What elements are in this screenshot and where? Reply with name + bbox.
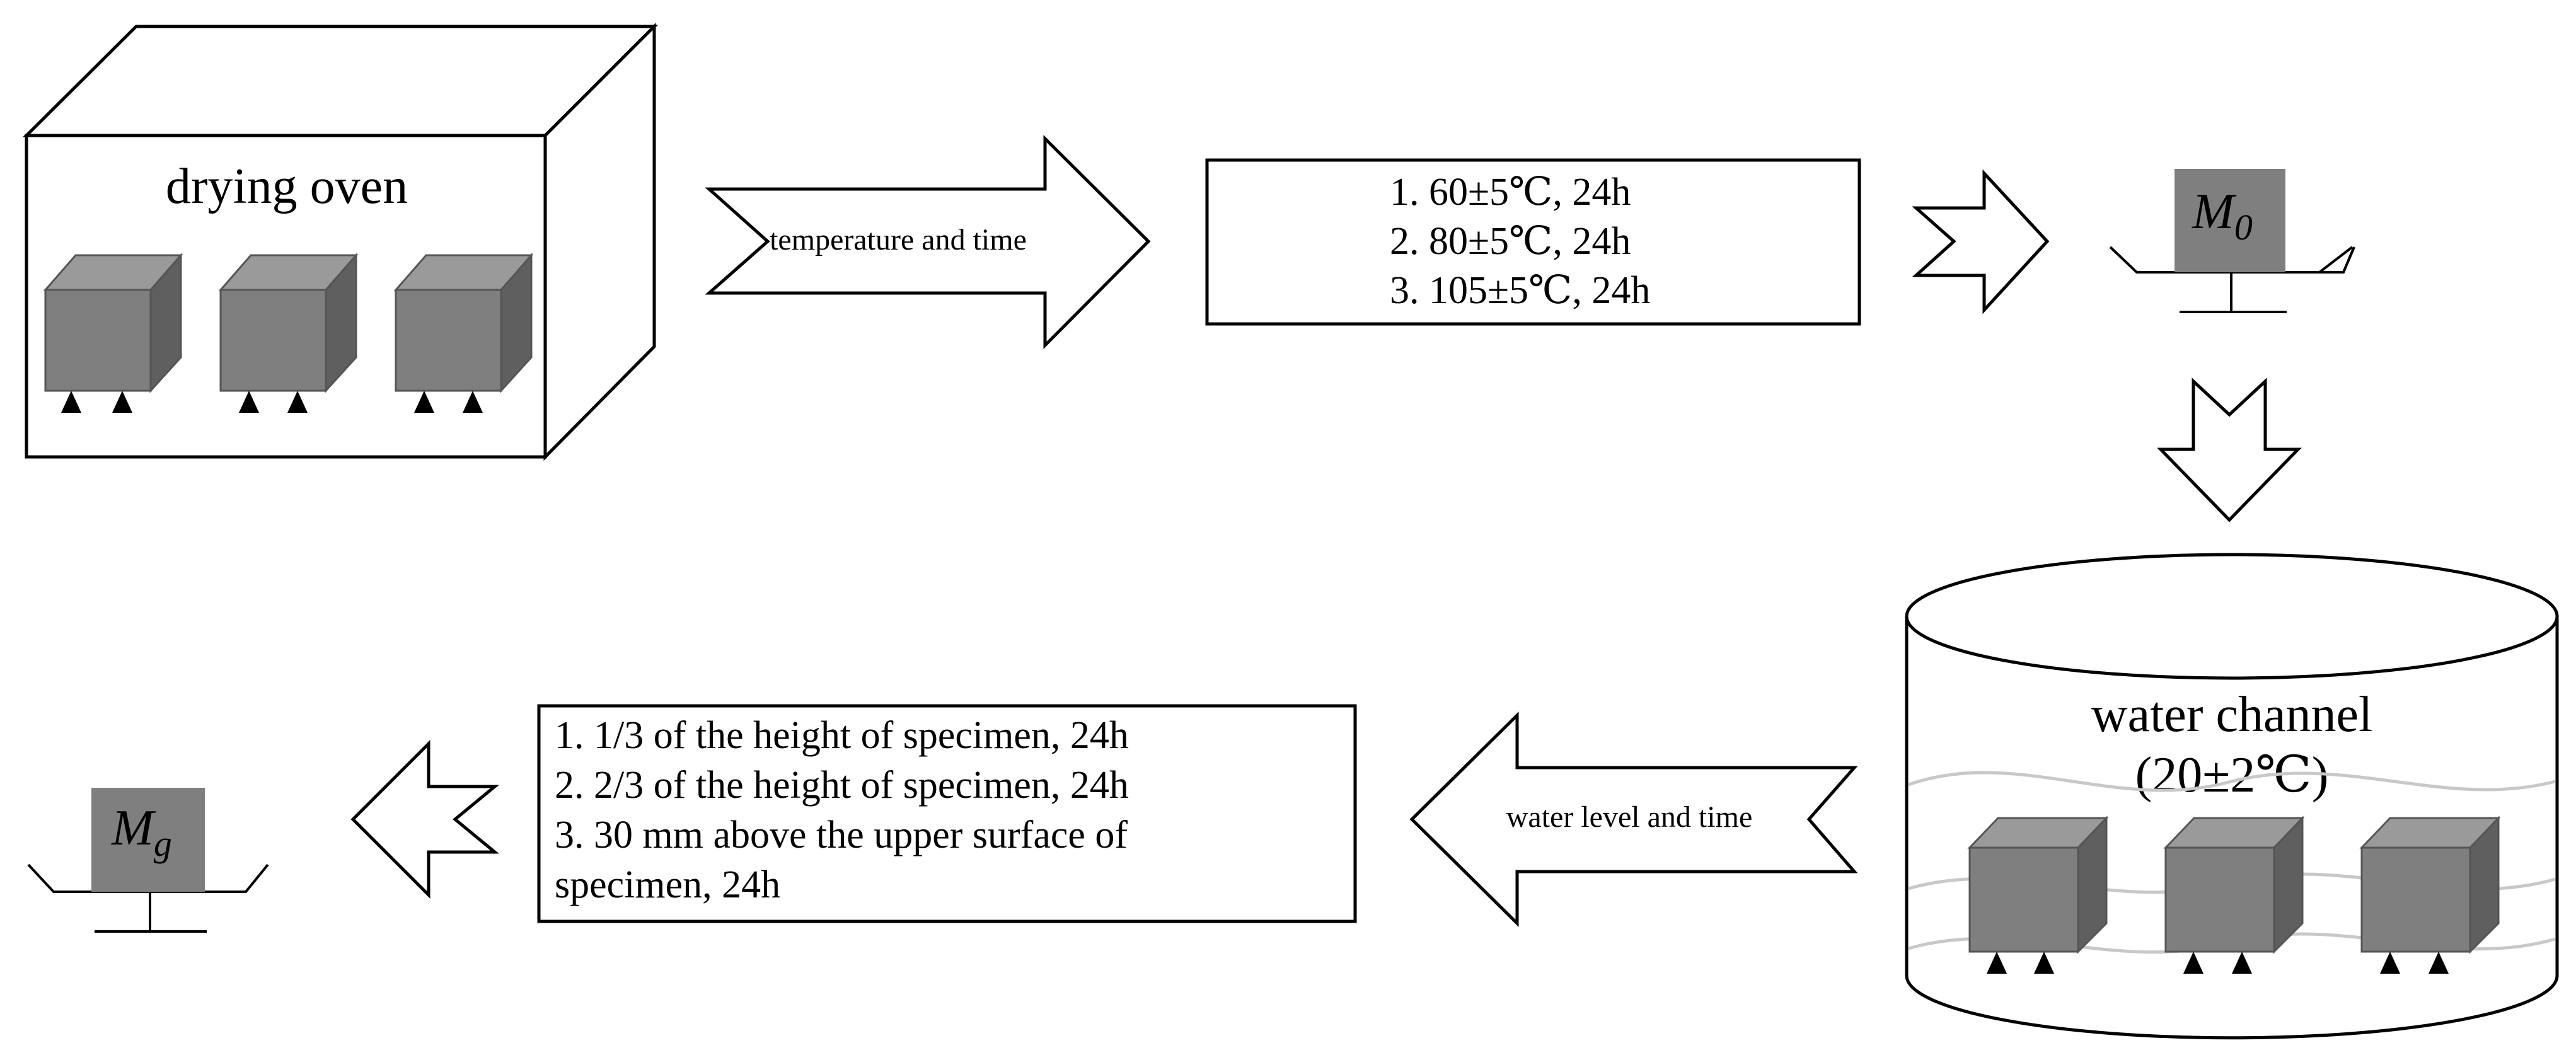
arrow-to-weighing [1912, 169, 2050, 314]
drying-condition-1: 1. 60±5℃, 24h [1390, 171, 1631, 214]
tank-label: water channel [2091, 687, 2372, 742]
mg-symbol: Mg [111, 800, 172, 864]
water-tank: water channel (20±2℃) [1905, 553, 2559, 1040]
immersion-condition-2: 2. 2/3 of the height of specimen, 24h [555, 764, 1129, 807]
arrow-temperature-and-time: temperature and time [705, 134, 1151, 350]
immersion-condition-3: 3. 30 mm above the upper surface of [555, 814, 1128, 856]
scale-m0: M0 [2109, 169, 2355, 313]
drying-oven: drying oven [22, 22, 659, 461]
specimen [43, 253, 183, 413]
specimen [393, 253, 534, 413]
arrow-to-final-weighing [350, 739, 499, 899]
drying-conditions-box: 1. 60±5℃, 24h 2. 80±5℃, 24h 3. 105±5℃, 2… [1205, 158, 1861, 326]
specimen [2359, 816, 2501, 974]
specimen [2163, 816, 2305, 974]
immersion-condition-1: 1. 1/3 of the height of specimen, 24h [555, 714, 1129, 757]
arrow2-label: water level and time [1506, 800, 1753, 834]
oven-specimens [43, 253, 534, 413]
specimen-weight-block [2175, 169, 2285, 272]
drying-condition-3: 3. 105±5℃, 24h [1390, 269, 1650, 312]
arrow-down-to-tank [2157, 378, 2302, 522]
m0-symbol: M0 [2192, 184, 2253, 248]
drying-condition-2: 2. 80±5℃, 24h [1390, 220, 1631, 263]
immersion-condition-3-cont: specimen, 24h [555, 863, 780, 906]
immersion-conditions-box: 1. 1/3 of the height of specimen, 24h 2.… [537, 704, 1357, 923]
arrow1-label: temperature and time [770, 223, 1027, 257]
arrow-water-level-and-time: water level and time [1409, 712, 1858, 927]
tank-temperature: (20±2℃) [2135, 747, 2329, 803]
tank-specimens [1967, 816, 2501, 974]
specimen-weight-block [91, 788, 205, 892]
scale-mg: Mg [27, 788, 269, 933]
oven-label: drying oven [166, 159, 408, 214]
specimen [1967, 816, 2109, 974]
specimen [218, 253, 359, 413]
